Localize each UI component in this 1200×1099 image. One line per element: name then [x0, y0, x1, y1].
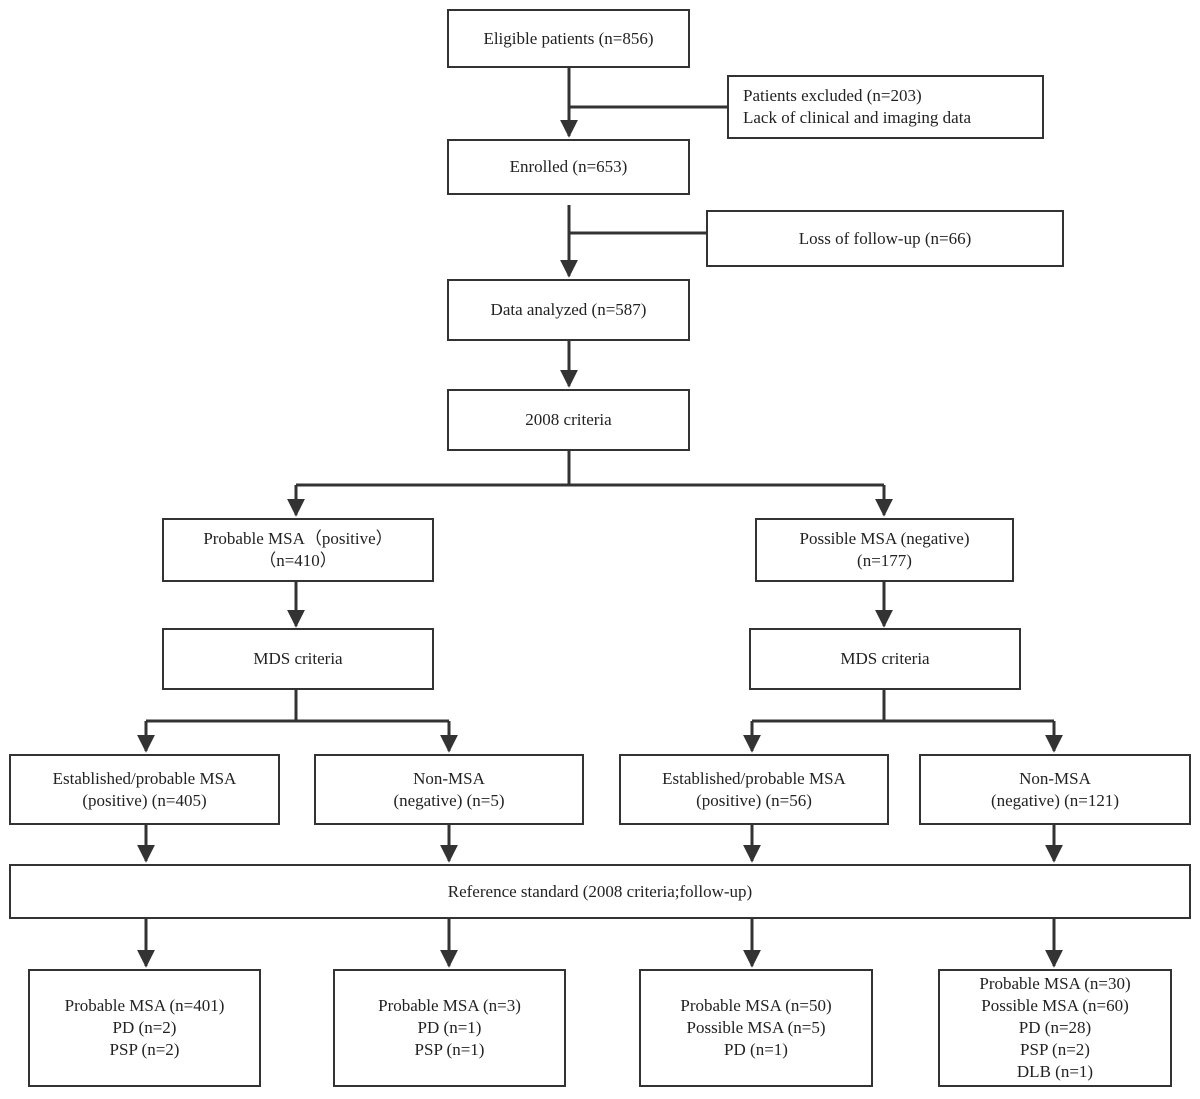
excluded-reason: Lack of clinical and imaging data — [743, 108, 971, 127]
established-probable-msa-left-box: Established/probable MSA (positive) (n=4… — [9, 754, 280, 825]
probable-msa-line1: Probable MSA（positive） — [203, 529, 393, 548]
result-line: DLB (n=1) — [1016, 1062, 1094, 1081]
result-line: PD (n=28) — [1018, 1018, 1092, 1037]
possible-msa-box: Possible MSA (negative) (n=177) — [755, 518, 1014, 582]
result-line: PD (n=2) — [112, 1018, 177, 1037]
b2-line2: (negative) (n=5) — [393, 790, 505, 810]
b4-line1: Non-MSA — [1019, 768, 1091, 788]
analyzed-label: Data analyzed (n=587) — [490, 300, 647, 319]
probable-msa-box: Probable MSA（positive） （n=410） — [162, 518, 434, 582]
result-line: PSP (n=2) — [109, 1040, 180, 1059]
b1-line2: (positive) (n=405) — [82, 790, 207, 810]
eligible-label: Eligible patients (n=856) — [483, 28, 654, 48]
b1-line1: Established/probable MSA — [52, 768, 237, 788]
result-line: Possible MSA (n=5) — [686, 1018, 826, 1037]
eligible-patients-box: Eligible patients (n=856) — [447, 9, 690, 68]
probable-msa-line2: （n=410） — [259, 551, 337, 570]
possible-msa-line1: Possible MSA (negative) — [799, 529, 970, 548]
result-box-3: Probable MSA (n=50) Possible MSA (n=5) P… — [639, 969, 873, 1087]
enrolled-box: Enrolled (n=653) — [447, 139, 690, 195]
result-line: PD (n=1) — [724, 1040, 788, 1059]
non-msa-left-box: Non-MSA (negative) (n=5) — [314, 754, 584, 825]
criteria-2008-label: 2008 criteria — [525, 410, 612, 429]
possible-msa-line2: (n=177) — [857, 551, 912, 570]
result-line: Probable MSA (n=30) — [979, 974, 1131, 993]
result-line: Probable MSA (n=3) — [378, 996, 521, 1015]
non-msa-right-box: Non-MSA (negative) (n=121) — [919, 754, 1191, 825]
mds-left-label: MDS criteria — [253, 649, 343, 668]
reference-label: Reference standard (2008 criteria;follow… — [447, 881, 753, 901]
result-line: Probable MSA (n=401) — [64, 996, 225, 1015]
reference-standard-box: Reference standard (2008 criteria;follow… — [9, 864, 1191, 919]
b4-line2: (negative) (n=121) — [990, 790, 1120, 810]
result-line: Possible MSA (n=60) — [981, 996, 1129, 1015]
excluded-count: Patients excluded (n=203) — [743, 86, 922, 105]
mds-criteria-right-box: MDS criteria — [749, 628, 1021, 690]
criteria-2008-box: 2008 criteria — [447, 389, 690, 451]
result-line: PD (n=1) — [417, 1018, 482, 1037]
mds-right-label: MDS criteria — [840, 649, 930, 668]
b3-line2: (positive) (n=56) — [696, 790, 812, 810]
result-line: PSP (n=1) — [414, 1040, 485, 1059]
enrolled-label: Enrolled (n=653) — [509, 157, 628, 176]
result-box-1: Probable MSA (n=401) PD (n=2) PSP (n=2) — [28, 969, 261, 1087]
loss-label: Loss of follow-up (n=66) — [798, 228, 972, 248]
loss-of-follow-up-box: Loss of follow-up (n=66) — [706, 210, 1064, 267]
b3-line1: Established/probable MSA — [662, 768, 846, 788]
result-box-2: Probable MSA (n=3) PD (n=1) PSP (n=1) — [333, 969, 566, 1087]
patients-excluded-box: Patients excluded (n=203) Lack of clinic… — [727, 75, 1044, 139]
established-probable-msa-right-box: Established/probable MSA (positive) (n=5… — [619, 754, 889, 825]
b2-line1: Non-MSA — [413, 768, 485, 788]
result-line: Probable MSA (n=50) — [680, 996, 832, 1015]
mds-criteria-left-box: MDS criteria — [162, 628, 434, 690]
result-box-4: Probable MSA (n=30) Possible MSA (n=60) … — [938, 969, 1172, 1087]
data-analyzed-box: Data analyzed (n=587) — [447, 279, 690, 341]
result-line: PSP (n=2) — [1020, 1040, 1090, 1059]
